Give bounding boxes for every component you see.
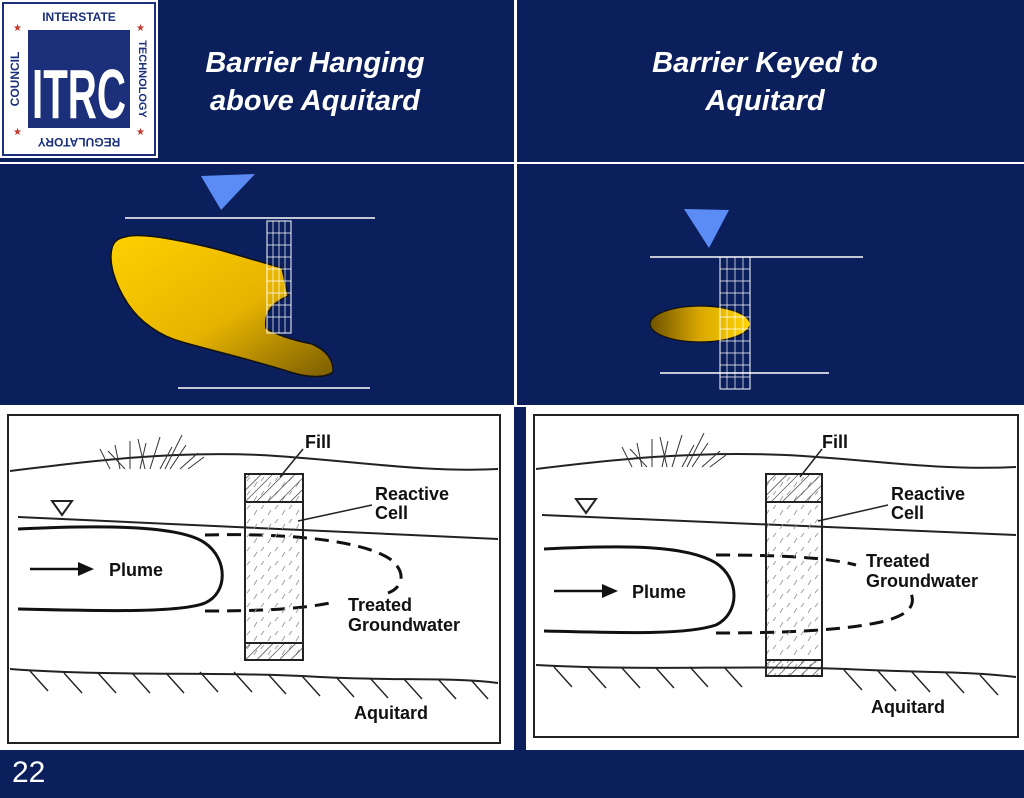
reactive-leader-line <box>817 504 889 522</box>
fill-leader-line <box>279 448 304 478</box>
logo-star-icon: ★ <box>13 23 22 34</box>
barrier-grid <box>720 257 750 389</box>
horizontal-divider-top <box>0 162 1024 164</box>
logo-star-icon: ★ <box>136 23 145 34</box>
treated-groundwater-boundary <box>715 590 914 635</box>
horizontal-divider-bottom <box>0 405 1024 407</box>
reactive-label: Reactive <box>891 484 965 504</box>
cell-label: Cell <box>891 503 924 523</box>
logo-star-icon: ★ <box>13 127 22 138</box>
plume-label: Plume <box>632 582 686 602</box>
logo-right-text: TECHNOLOGY <box>136 40 148 118</box>
cell-label: Cell <box>375 503 408 523</box>
contaminant-plume <box>110 234 334 378</box>
reactive-label: Reactive <box>375 484 449 504</box>
plume-boundary <box>543 545 736 635</box>
plume-boundary <box>17 525 224 613</box>
fill-cap <box>765 473 823 503</box>
keyed-barrier-cross-section: Fill Reactive Cell Plume Treated Groundw… <box>526 407 1024 750</box>
barrier-grid <box>267 221 291 333</box>
right-panel-title: Barrier Keyed to Aquitard <box>652 47 878 117</box>
left-panel-title: Barrier Hanging above Aquitard <box>205 47 425 117</box>
treated-label: Treated <box>348 595 412 615</box>
keyed-barrier-schematic <box>649 209 863 390</box>
grass-icon <box>621 432 727 468</box>
flow-arrow-icon <box>602 584 618 598</box>
slide-number: 22 <box>12 756 46 789</box>
fill-leader-line <box>799 448 823 478</box>
logo-star-icon: ★ <box>136 127 145 138</box>
logo-bottom-text: REGULATORY <box>38 135 120 149</box>
reactive-leader-line <box>297 504 373 522</box>
aquitard-hatching <box>553 666 999 696</box>
aquitard-hatching <box>29 670 489 700</box>
logo-top-text: INTERSTATE <box>42 10 116 24</box>
ground-surface <box>9 453 499 472</box>
plume-label: Plume <box>109 560 163 580</box>
ground-surface <box>535 452 1017 470</box>
aquitard-surface <box>9 668 499 684</box>
water-table-marker-icon <box>201 174 255 210</box>
reactive-cell <box>765 473 823 677</box>
grass-icon <box>99 434 205 470</box>
logo-center-box <box>28 30 130 128</box>
flow-arrow-icon <box>78 562 94 576</box>
itrc-logo: INTERSTATE REGULATORY COUNCIL TECHNOLOGY… <box>0 0 158 158</box>
fill-cap <box>244 473 304 503</box>
bottom-cap <box>244 642 304 661</box>
water-table-marker-icon <box>574 498 598 515</box>
water-table-marker-icon <box>50 500 74 517</box>
logo-center-text: ITRC <box>32 55 126 133</box>
vertical-divider <box>514 0 517 406</box>
hanging-barrier-cross-section: Fill Reactive Cell Plume Treated Groundw… <box>0 407 514 750</box>
aquitard-label: Aquitard <box>871 697 945 717</box>
logo-left-text: COUNCIL <box>8 52 22 107</box>
water-table-marker-icon <box>684 209 729 248</box>
fill-label: Fill <box>305 432 331 452</box>
fill-label: Fill <box>822 432 848 452</box>
aquitard-surface <box>535 664 1017 678</box>
groundwater-label: Groundwater <box>348 615 460 635</box>
aquitard-label: Aquitard <box>354 703 428 723</box>
hanging-barrier-schematic <box>110 174 375 389</box>
groundwater-label: Groundwater <box>866 571 978 591</box>
treated-label: Treated <box>866 551 930 571</box>
